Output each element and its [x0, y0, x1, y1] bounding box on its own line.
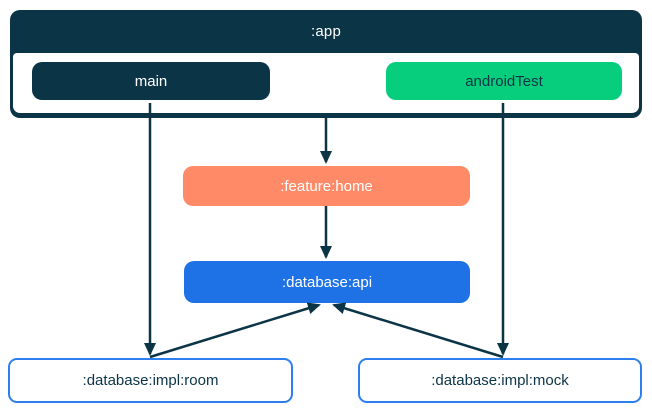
module-feature-home-node: :feature:home — [183, 166, 470, 206]
source-set-main: main — [32, 62, 270, 100]
module-database-impl-room-node: :database:impl:room — [8, 358, 293, 403]
module-app-title: :app — [311, 23, 341, 40]
edge-impl-mock-to-database-api — [332, 302, 504, 359]
module-app-node: :app main androidTest — [10, 10, 642, 118]
module-database-impl-mock-node: :database:impl:mock — [358, 358, 642, 403]
source-set-androidtest: androidTest — [386, 62, 622, 100]
edge-impl-room-to-database-api — [149, 302, 321, 359]
module-database-api-node: :database:api — [184, 261, 470, 303]
module-app-source-sets: main androidTest — [13, 53, 639, 113]
